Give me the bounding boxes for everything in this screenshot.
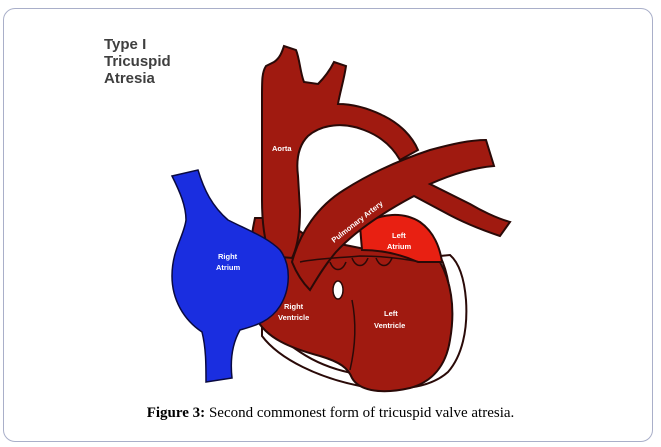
label-left-atrium-line2: Atrium [387, 242, 411, 251]
label-left-ventricle-line1: Left [384, 309, 398, 318]
label-right-ventricle-line1: Right [284, 302, 304, 311]
septal-defect [333, 281, 343, 299]
label-right-atrium-line1: Right [218, 252, 238, 261]
label-left-atrium-line1: Left [392, 231, 406, 240]
label-left-ventricle-line2: Ventricle [374, 321, 405, 330]
figure-caption: Figure 3: Second commonest form of tricu… [0, 405, 661, 422]
label-right-ventricle-line2: Ventricle [278, 313, 309, 322]
caption-label: Figure 3: [147, 405, 205, 421]
caption-text: Second commonest form of tricuspid valve… [205, 405, 514, 421]
label-aorta: Aorta [272, 144, 292, 153]
label-right-atrium-line2: Atrium [216, 263, 240, 272]
